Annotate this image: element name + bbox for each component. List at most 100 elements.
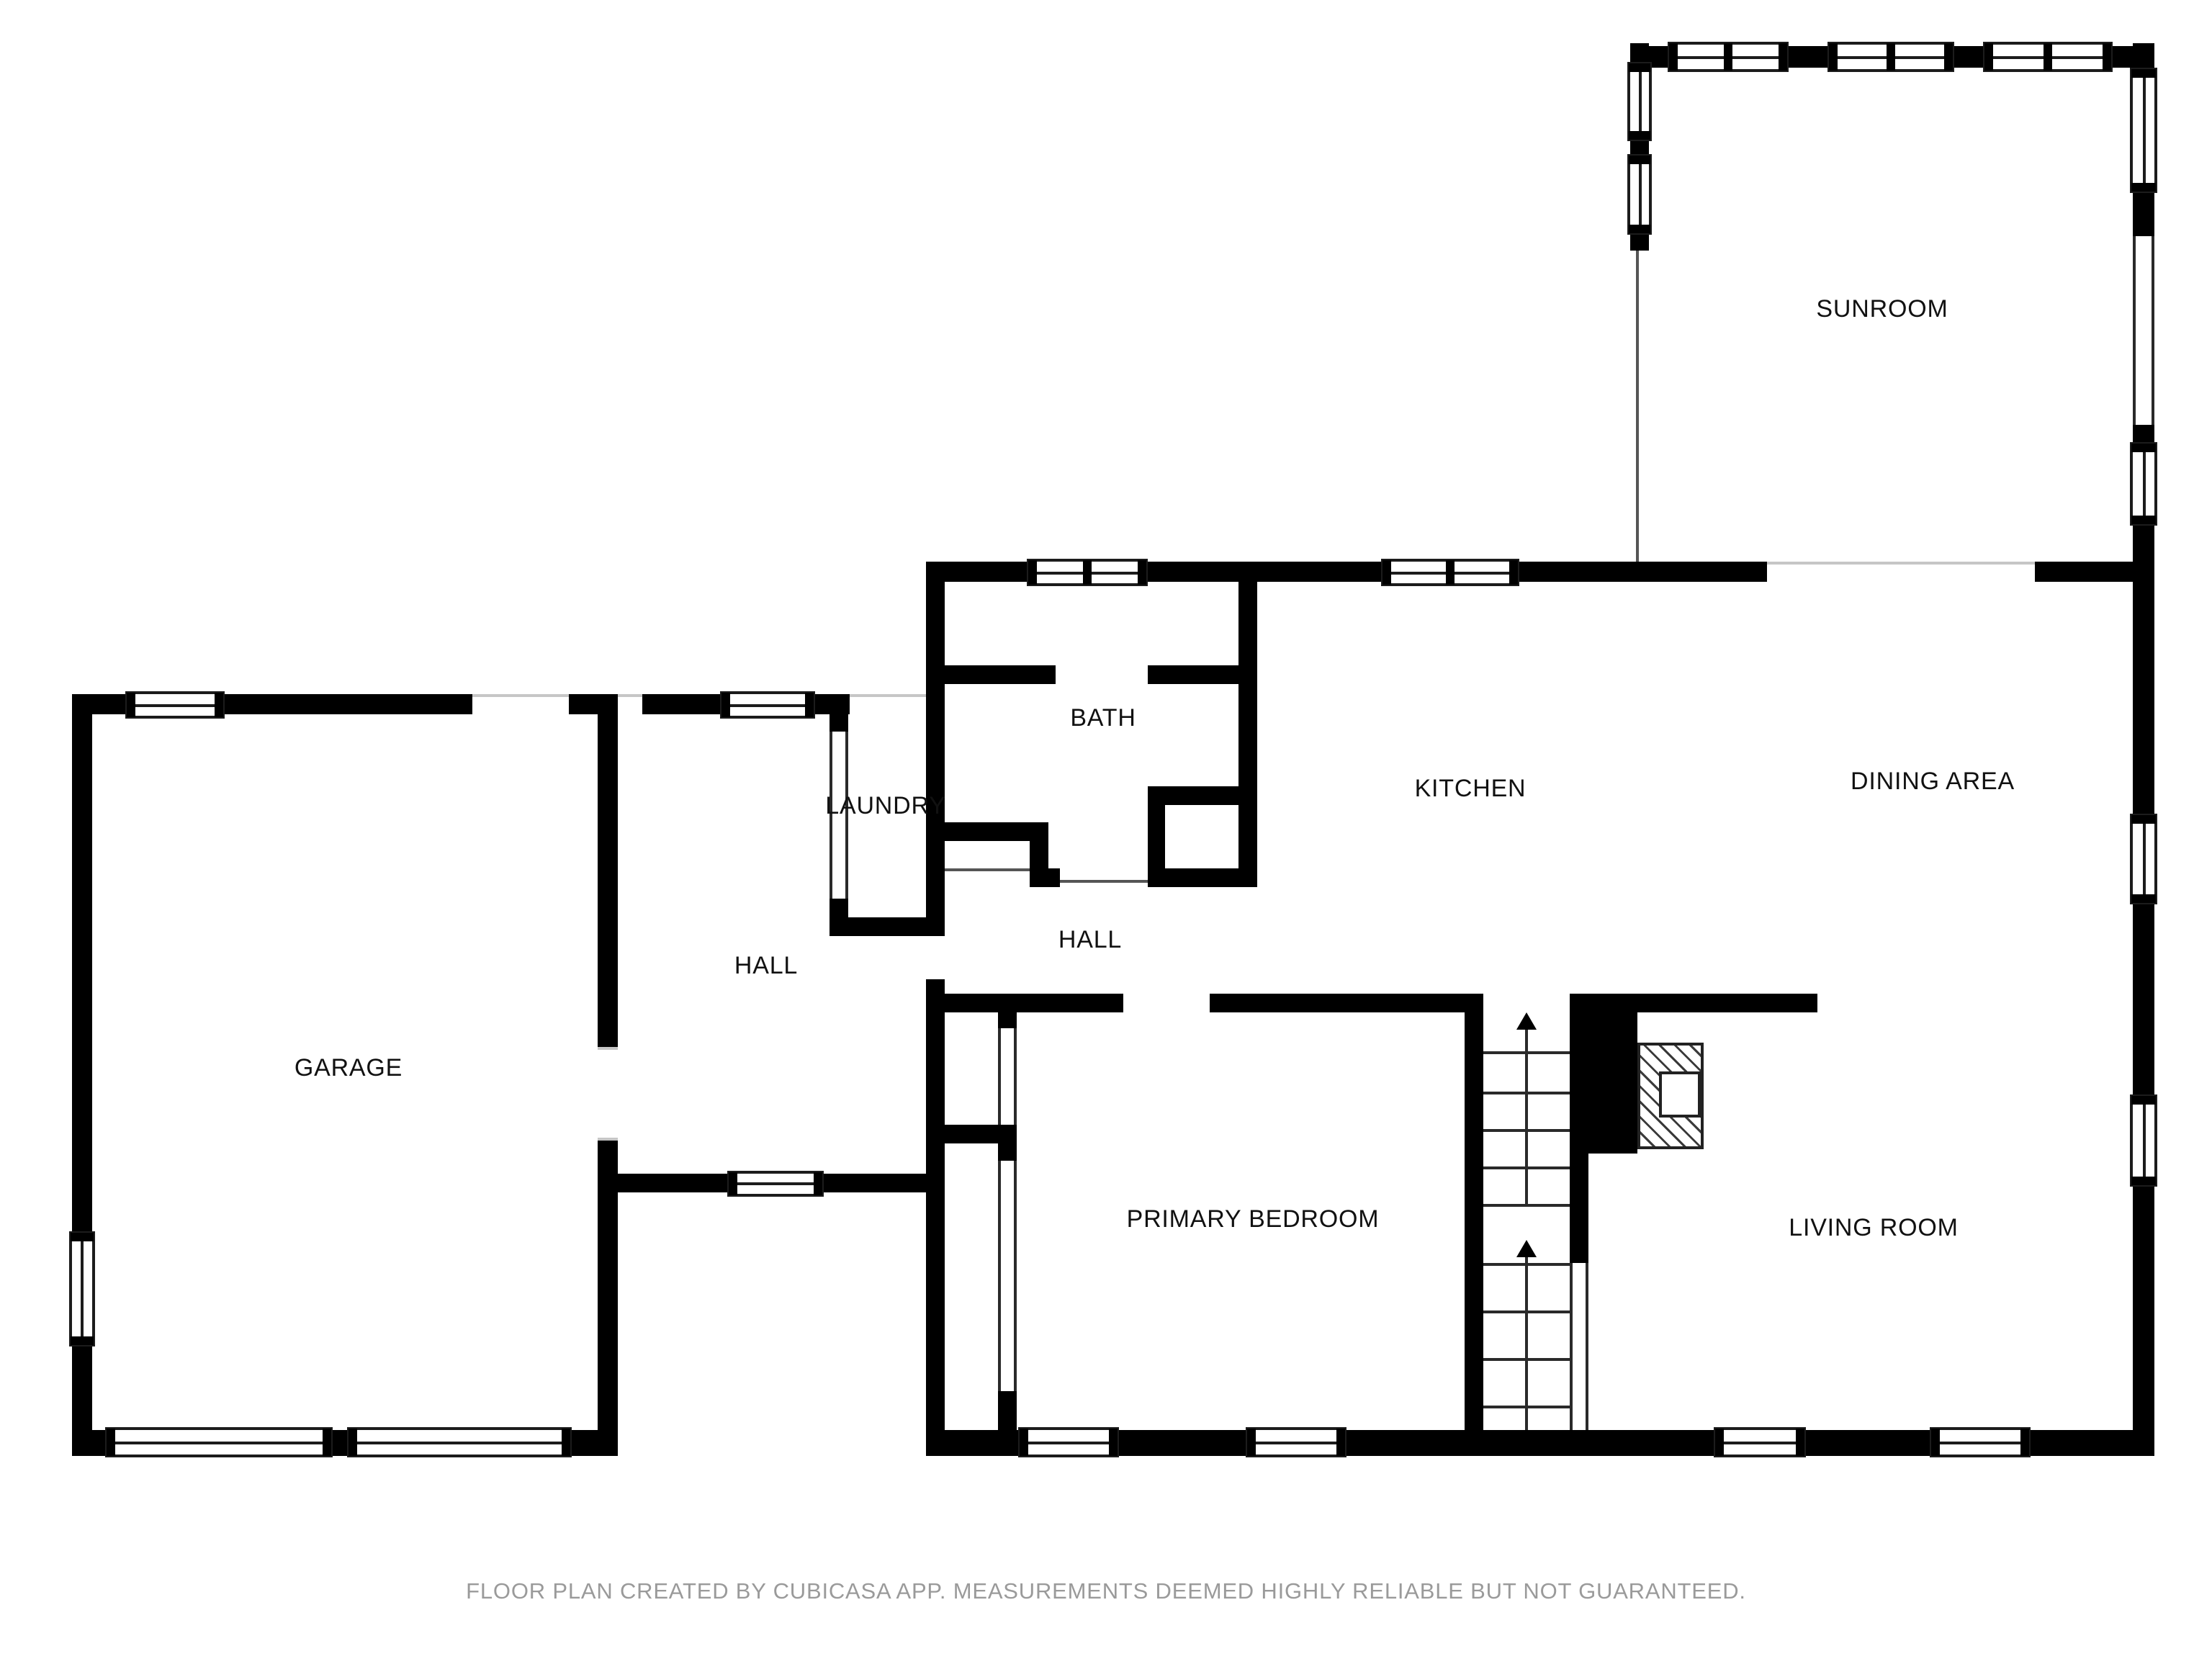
wall-segment [598,1141,618,1456]
wall-segment [1954,46,1983,68]
room-label-living-room: LIVING ROOM [1789,1214,1959,1241]
wall-segment [998,1125,1017,1161]
wall-segment [1148,665,1238,684]
wall-segment [1148,562,1381,582]
window-icon [105,1427,333,1457]
room-label-kitchen: KITCHEN [1414,775,1527,802]
window-icon [1714,1427,1806,1457]
opening-line [472,694,569,697]
wall-segment [945,822,1048,841]
wall-segment [998,1391,1017,1430]
wall-segment [1630,43,1649,62]
wall-segment [2133,904,2154,1094]
opening-line [1767,562,2035,565]
thin-partition [830,732,848,899]
window-icon [727,1171,824,1197]
wall-segment [1148,786,1238,805]
opening-line [618,694,642,697]
wall-segment [926,994,1123,1012]
window-icon [1627,154,1652,235]
thin-partition [998,1161,1017,1391]
window-icon [2130,814,2157,904]
wall-segment [598,694,618,1048]
wall-segment [1630,235,1649,251]
wall-segment [1519,562,1767,582]
window-icon [1627,62,1652,141]
wall-segment [1346,1430,1714,1456]
window-icon [2130,442,2157,526]
wall-segment [1570,994,1817,1012]
thin-partition [2133,236,2154,425]
window-icon [1018,1427,1119,1457]
window-icon [69,1231,95,1346]
window-icon [125,691,225,719]
wall-segment [926,979,945,1430]
firebox [1659,1071,1701,1118]
window-icon [2130,1094,2157,1187]
window-icon [2130,68,2157,193]
wall-segment [1789,46,1827,68]
wall-segment [642,694,720,714]
wall-segment [1570,1154,1588,1263]
wall-segment [72,694,92,1231]
wall-segment [998,994,1017,1028]
window-icon [347,1427,572,1457]
room-label-bath: BATH [1070,704,1136,732]
opening-line [1060,880,1148,883]
window-icon [1246,1427,1346,1457]
wall-segment [945,665,1056,684]
window-icon [1930,1427,2031,1457]
window-icon [1381,559,1519,586]
wall-segment [72,1346,92,1456]
wall-segment [1148,805,1165,868]
opening-line [1636,251,1639,562]
window-icon [720,691,815,719]
wall-segment [1806,1430,1930,1456]
room-label-laundry: LAUNDRY [825,792,946,819]
stair-tread [1483,1204,1570,1207]
thin-partition [998,1028,1017,1125]
room-label-sunroom: SUNROOM [1816,295,1948,323]
wall-segment [2133,425,2154,442]
wall-segment [1119,1430,1246,1456]
wall-segment [1465,994,1483,1430]
wall-segment [824,1174,935,1192]
stair-centerline [1525,1018,1528,1204]
wall-segment [926,562,945,922]
opening-line [945,868,1030,871]
wall-segment [1210,994,1483,1012]
room-label-dining-area: DINING AREA [1851,768,2015,795]
footer-disclaimer: FLOOR PLAN CREATED BY CUBICASA APP. MEAS… [466,1580,1746,1604]
wall-segment [2133,1187,2154,1456]
stair-centerline [1525,1243,1528,1430]
window-icon [1668,42,1789,72]
wall-segment [1570,1012,1637,1154]
stair-up-arrow-icon [1516,1240,1537,1257]
stair-up-arrow-icon [1516,1012,1537,1030]
wall-segment [926,1430,1018,1456]
window-icon [1827,42,1954,72]
wall-segment [830,899,848,936]
wall-segment [225,694,472,714]
wall-segment [1030,868,1060,887]
room-label-hall-center: HALL [1058,926,1123,953]
wall-segment [608,1174,727,1192]
room-label-primary-bedroom: PRIMARY BEDROOM [1126,1205,1380,1233]
wall-segment [1630,141,1649,154]
wall-segment [2133,526,2154,814]
room-label-garage: GARAGE [294,1054,403,1082]
wall-segment [2133,43,2154,68]
wall-segment [830,917,945,936]
window-icon [1983,42,2113,72]
opening-line [598,1138,618,1141]
room-label-hall-west: HALL [734,952,799,979]
thin-partition [1570,1263,1588,1430]
wall-segment [815,694,850,714]
opening-line [850,694,926,697]
wall-segment [1238,562,1257,887]
wall-segment [2133,193,2154,236]
opening-line [598,1047,618,1050]
wall-segment [333,1430,347,1456]
wall-segment [830,714,848,732]
